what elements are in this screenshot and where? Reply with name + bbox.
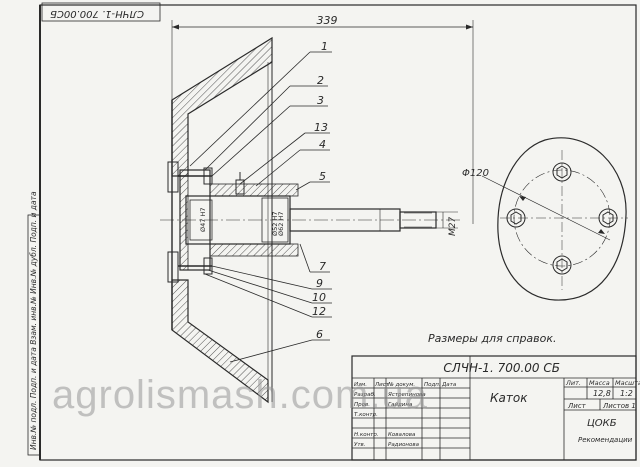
name-approve: Радионова (388, 442, 420, 448)
side-strip-box (27, 214, 41, 456)
row-data: Дата (441, 382, 457, 388)
callout-12: 12 (312, 305, 326, 318)
role-checker: Пров. (354, 402, 370, 408)
bore-dim-a: Ø47 H7 (199, 208, 207, 232)
col-scale: Масштаб (615, 379, 640, 387)
label-sheets: Листов 1 (602, 402, 636, 410)
callout-2: 2 (317, 74, 324, 87)
corner-stamp-box (41, 2, 161, 22)
col-mass: Масса (589, 379, 610, 387)
title-sub: Рекомендации (578, 436, 633, 444)
value-mass: 12,8 (593, 389, 611, 398)
dim-339: 339 (317, 14, 338, 27)
callout-1: 1 (321, 40, 328, 53)
name-developer: Ястрепинова (387, 392, 426, 398)
watermark: agrolismash.com.ua (52, 373, 428, 417)
role-nctrl: Н.контр. (354, 432, 379, 438)
row-doc: № докум. (387, 382, 415, 388)
callout-5: 5 (319, 170, 326, 183)
title-name: Каток (490, 391, 528, 405)
dim-m27: M27 (448, 217, 458, 236)
callout-3: 3 (317, 94, 324, 107)
callout-leaders (189, 51, 332, 363)
row-list: Лист (374, 382, 390, 388)
label-sheet: Лист (567, 402, 587, 410)
callout-10: 10 (312, 291, 326, 304)
callout-13: 13 (314, 121, 328, 134)
role-developer: Разраб. (354, 392, 376, 398)
title-org: ЦОКБ (587, 418, 617, 429)
callout-9: 9 (316, 277, 323, 290)
role-approve: Утв. (354, 442, 366, 448)
flange-end-view (481, 137, 628, 301)
row-podp: Подп. (424, 382, 441, 388)
title-block (351, 355, 637, 461)
role-tech: Т.контр. (354, 412, 378, 418)
title-designation: СЛЧН-1. 700.00 СБ (443, 361, 560, 375)
note-reference-dims: Размеры для справок. (428, 332, 557, 345)
row-izm: Изм. (354, 382, 367, 388)
callout-6: 6 (316, 328, 323, 341)
corner-stamp: СЛЧН-1. 700.00СБ (50, 8, 144, 19)
bore-dim-c: Ø62 H7 (277, 212, 285, 236)
bolt-upper (167, 161, 213, 193)
side-strip: Инв.№ подл. Подп. и дата Взам. инв.№ Инв… (29, 191, 38, 450)
col-lit: Лит. (565, 379, 581, 387)
name-nctrl: Ковалова (388, 432, 416, 438)
bolt-lower (167, 251, 213, 283)
value-scale: 1:2 (620, 389, 633, 398)
callout-7: 7 (319, 260, 326, 273)
callout-4: 4 (319, 138, 326, 151)
dim-phi120: Φ120 (462, 168, 489, 179)
bore-dim-b: Ø52 H7 (271, 212, 279, 236)
name-checker: Гайдина (388, 402, 413, 408)
